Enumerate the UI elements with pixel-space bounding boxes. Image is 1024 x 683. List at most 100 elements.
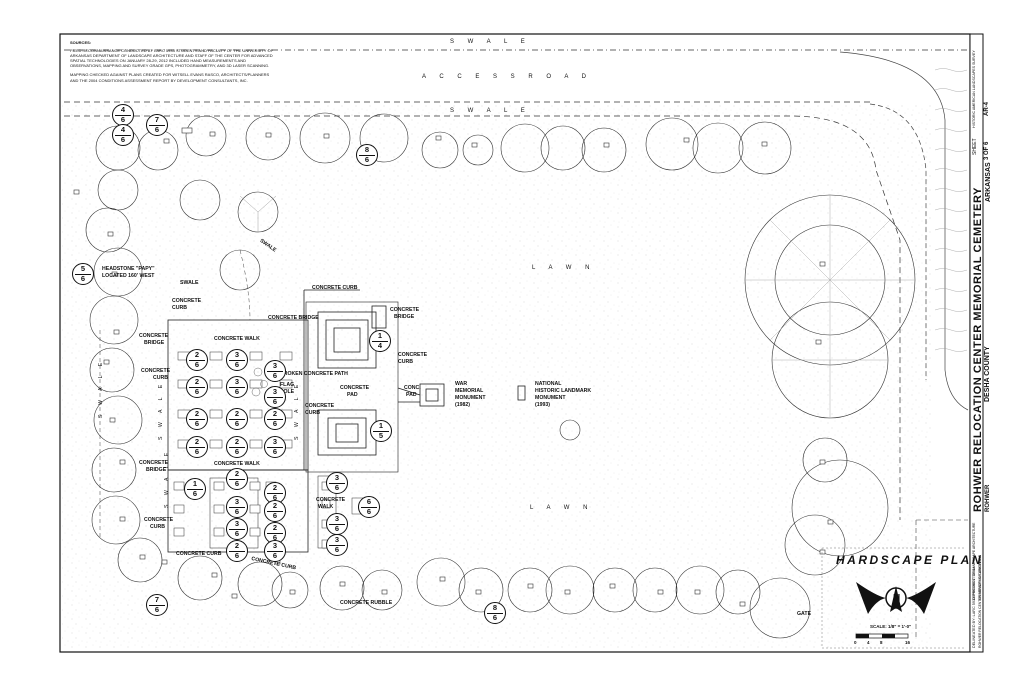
- detail-number: 2: [234, 409, 240, 418]
- concrete-walk-label: CONCRETE WALK: [214, 461, 260, 467]
- detail-number: 3: [234, 377, 240, 386]
- detail-number: 2: [272, 483, 278, 492]
- detail-number: 1: [192, 479, 198, 488]
- sheet-number: 6: [234, 479, 240, 488]
- swale-label: S W A L E: [450, 39, 531, 45]
- sources-line: AND THE 2004 CONDITIONS ASSESSMENT REPOR…: [70, 77, 248, 83]
- detail-number: 7: [154, 115, 160, 124]
- war-memorial-label: MONUMENT: [455, 395, 486, 401]
- detail-number: 8: [364, 145, 370, 154]
- detail-number: 3: [272, 541, 278, 550]
- detail-number: 2: [194, 377, 200, 386]
- sheet-number: 6: [272, 493, 278, 502]
- detail-number: 3: [234, 519, 240, 528]
- concrete-curb-label: CURB: [153, 375, 168, 381]
- sheet-number: 6: [366, 507, 372, 516]
- drawing-state: ARKANSAS: [985, 162, 992, 202]
- concrete-bridge-label: CONCRETE: [390, 307, 420, 313]
- concrete-walk-label: WALK: [318, 504, 334, 510]
- swale-inner-line: [64, 115, 901, 520]
- sheet-number: 6: [272, 511, 278, 520]
- sheet-number: 6: [154, 605, 160, 614]
- concrete-bridge-label: BRIDGE: [394, 314, 415, 320]
- concrete-bridge-label: BRIDGE: [144, 340, 165, 346]
- sheet-number: 6: [272, 371, 278, 380]
- sources-notes: SOURCES: FIELD RECONNAISSANCE CONDUCTED …: [70, 40, 280, 83]
- bubble-divider: [267, 511, 283, 512]
- drawing-short-name: ROHWER: [985, 484, 991, 512]
- bubble-divider: [267, 447, 283, 448]
- concrete-bridge-label: BRIDGE: [146, 467, 167, 473]
- swale-label: S W A L E: [450, 108, 531, 114]
- detail-number: 3: [272, 361, 278, 370]
- sources-line: SPATIAL TECHNOLOGIES ON JANUARY 28-29, 2…: [70, 58, 246, 64]
- detail-number: 4: [120, 125, 126, 134]
- bubble-divider: [373, 431, 389, 432]
- detail-number: 3: [334, 535, 340, 544]
- detail-number: 2: [272, 501, 278, 510]
- road-curve-inner: [869, 103, 927, 380]
- bubble-divider: [229, 387, 245, 388]
- sheet-number: 5: [378, 431, 384, 440]
- concrete-curb-label: CONCRETE CURB: [176, 551, 222, 557]
- flag-pole-label: FLAG: [280, 382, 295, 388]
- gate-label: GATE: [797, 611, 812, 617]
- detail-number: 2: [272, 523, 278, 532]
- plan-title: HARDSCAPE PLAN: [836, 553, 984, 567]
- north-arrow: [856, 582, 936, 614]
- bubble-divider: [115, 115, 131, 116]
- detail-number: 8: [492, 603, 498, 612]
- concrete-bridge-label: CONCRETE: [139, 333, 169, 339]
- nhl-monument-label: MONUMENT: [535, 395, 566, 401]
- concrete-curb-label: CONCRETE: [172, 298, 202, 304]
- sheet-label: SHEET: [972, 138, 978, 155]
- war-memorial-label: WAR: [455, 381, 468, 387]
- bubble-divider: [267, 419, 283, 420]
- bubble-divider: [149, 125, 165, 126]
- war-memorial-label: MEMORIAL: [455, 388, 484, 394]
- tree-row-top: [95, 112, 792, 175]
- detail-number: 5: [80, 264, 86, 273]
- flag-pole-label: POLE: [280, 389, 295, 395]
- sheet-number: 6: [492, 613, 498, 622]
- bubble-divider: [372, 341, 388, 342]
- concrete-pad-label: PAD: [347, 392, 358, 398]
- bubble-divider: [229, 551, 245, 552]
- department-name: DEPARTMENT OF LANDSCAPE ARCHITECTURE: [972, 522, 976, 600]
- conc-pad-label: CONC.: [404, 385, 421, 391]
- sheet-number: 6: [234, 447, 240, 456]
- sources-line: OBSERVATIONS, MAPPING AND SURVEY GRADE G…: [70, 63, 270, 69]
- tree-canopy-lines: [745, 195, 915, 418]
- concrete-curb-label: CURB: [398, 359, 413, 365]
- detail-number: 3: [234, 497, 240, 506]
- sheet-number: 6: [120, 135, 126, 144]
- sheet-number: 6: [192, 489, 198, 498]
- sheet-number: 6: [80, 274, 86, 283]
- concrete-walk-label: CONCRETE: [316, 497, 346, 503]
- detail-number: 2: [272, 409, 278, 418]
- broken-path-label: BROKEN CONCRETE PATH: [280, 371, 348, 377]
- headstone-label: HEADSTONE "PAPY": [102, 266, 155, 272]
- swale-label: S W A L E: [164, 448, 170, 508]
- sheet-number: 3 OF 6: [984, 141, 990, 160]
- detail-number: 2: [194, 409, 200, 418]
- drawing-title: ROHWER RELOCATION CENTER MEMORIAL CEMETE…: [972, 186, 984, 512]
- bubble-divider: [229, 447, 245, 448]
- bubble-divider: [329, 483, 345, 484]
- sheet-number: 6: [364, 155, 370, 164]
- swale-label: SWALE: [180, 280, 199, 286]
